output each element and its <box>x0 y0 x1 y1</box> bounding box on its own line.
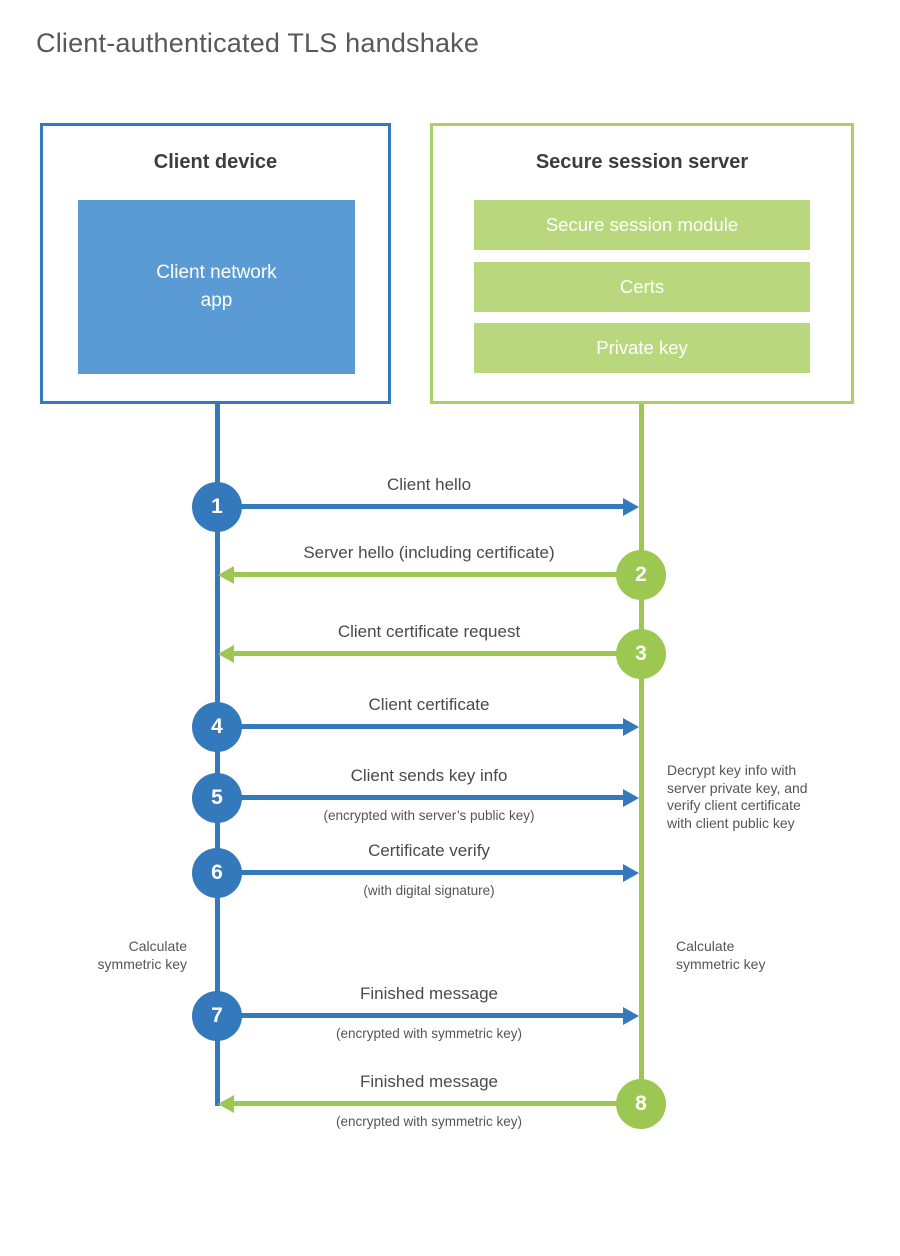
step-4-circle: 4 <box>192 702 242 752</box>
step-2-message-label: Server hello (including certificate) <box>303 543 555 562</box>
step-4-number: 4 <box>211 715 223 738</box>
step-5-arrow-line <box>217 795 623 800</box>
step-6-number: 6 <box>211 861 223 884</box>
step-2-number: 2 <box>635 563 647 586</box>
client-network-app-box: Client network app <box>78 200 355 374</box>
server-module-private-key: Private key <box>474 323 810 373</box>
step-5-message-sublabel: (encrypted with server’s public key) <box>323 808 535 823</box>
step-3-message-label: Client certificate request <box>337 622 521 641</box>
secure-session-server-title: Secure session server <box>535 151 749 173</box>
step-2-arrowhead-icon <box>218 566 234 584</box>
step-3-number: 3 <box>635 642 647 665</box>
client-device-box: Client device Client network app <box>40 123 391 404</box>
step-5-arrowhead-icon <box>623 789 639 807</box>
step-6-message-label: Certificate verify <box>368 841 490 860</box>
step-8-arrowhead-icon <box>218 1095 234 1113</box>
step-4-message-label: Client certificate <box>368 695 490 714</box>
client-lifeline <box>215 404 220 1106</box>
client-device-title: Client device <box>153 151 278 173</box>
step-6-message-sublabel: (with digital signature) <box>363 883 495 898</box>
step-7-message-sublabel: (encrypted with symmetric key) <box>335 1026 523 1041</box>
step-2-circle: 2 <box>616 550 666 600</box>
step-6-arrowhead-icon <box>623 864 639 882</box>
page-title: Client-authenticated TLS handshake <box>36 28 480 58</box>
step-3-arrow-line <box>234 651 641 656</box>
step-1-message-label: Client hello <box>386 475 472 494</box>
server-lifeline <box>639 404 644 1110</box>
calculate-symmetric-key-note-server: Calculate symmetric key <box>676 938 766 972</box>
step-3-arrowhead-icon <box>218 645 234 663</box>
calculate-symmetric-key-note-client: Calculate symmetric key <box>97 938 187 972</box>
step-7-message-label: Finished message <box>360 984 498 1003</box>
step-7-arrowhead-icon <box>623 1007 639 1025</box>
decrypt-key-info-note: Decrypt key info with server private key… <box>667 762 808 831</box>
step-4-arrowhead-icon <box>623 718 639 736</box>
step-8-number: 8 <box>635 1092 647 1115</box>
step-5-message-label: Client sends key info <box>350 766 508 785</box>
step-7-arrow-line <box>217 1013 623 1018</box>
step-1-arrow-line <box>217 504 623 509</box>
step-3-circle: 3 <box>616 629 666 679</box>
step-8-message-label: Finished message <box>360 1072 498 1091</box>
step-5-circle: 5 <box>192 773 242 823</box>
step-6-arrow-line <box>217 870 623 875</box>
step-8-message-sublabel: (encrypted with symmetric key) <box>335 1114 523 1129</box>
step-8-circle: 8 <box>616 1079 666 1129</box>
step-5-number: 5 <box>211 786 223 809</box>
step-6-circle: 6 <box>192 848 242 898</box>
step-1-number: 1 <box>211 495 223 518</box>
step-1-circle: 1 <box>192 482 242 532</box>
server-module-certs: Certs <box>474 262 810 312</box>
step-4-arrow-line <box>217 724 623 729</box>
server-module-secure-session: Secure session module <box>474 200 810 250</box>
step-8-arrow-line <box>234 1101 641 1106</box>
step-7-circle: 7 <box>192 991 242 1041</box>
step-2-arrow-line <box>234 572 641 577</box>
step-1-arrowhead-icon <box>623 498 639 516</box>
step-7-number: 7 <box>211 1004 223 1027</box>
secure-session-server-box: Secure session server Secure session mod… <box>430 123 854 404</box>
